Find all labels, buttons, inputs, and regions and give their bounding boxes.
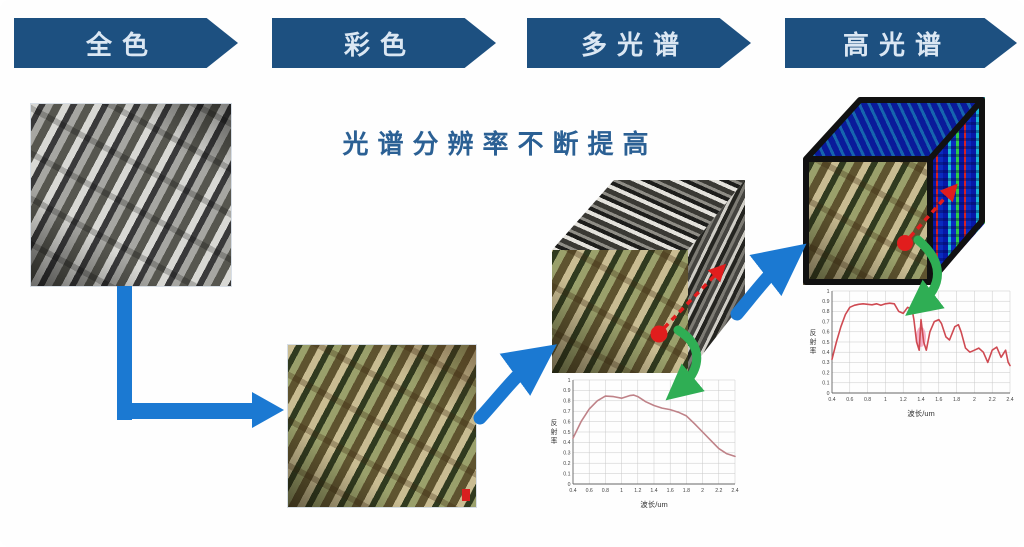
multispectral-spectrum-chart: 0.4 0.6 0.8 1 1.2 1.4 1.6 1.8 2 2.2 2.4 0 0.1 0.2 0.3 0… bbox=[551, 378, 739, 509]
svg-text:0.2: 0.2 bbox=[563, 461, 570, 467]
svg-text:1.8: 1.8 bbox=[953, 397, 960, 403]
banner-multispectral: 多光谱 bbox=[527, 18, 751, 68]
svg-text:1: 1 bbox=[620, 488, 623, 494]
svg-text:2.2: 2.2 bbox=[715, 488, 722, 494]
svg-text:0.4: 0.4 bbox=[828, 397, 835, 403]
svg-text:1.4: 1.4 bbox=[650, 488, 657, 494]
svg-text:0.8: 0.8 bbox=[864, 397, 871, 403]
svg-text:0.4: 0.4 bbox=[822, 350, 829, 356]
svg-text:1: 1 bbox=[827, 289, 830, 295]
curved-arrow-to-multispectral-icon bbox=[473, 344, 557, 425]
svg-text:波长/um: 波长/um bbox=[907, 408, 935, 418]
banner-color-label: 彩色 bbox=[343, 29, 416, 60]
svg-text:射: 射 bbox=[810, 337, 817, 346]
banner-panchromatic-label: 全色 bbox=[85, 29, 158, 60]
flow-arrow-right-head-icon bbox=[252, 392, 284, 428]
svg-text:1: 1 bbox=[568, 378, 571, 384]
svg-text:0.7: 0.7 bbox=[563, 409, 570, 415]
svg-text:2.4: 2.4 bbox=[731, 488, 738, 494]
svg-text:0.6: 0.6 bbox=[586, 488, 593, 494]
page-title: 光谱分辨率不断提高 bbox=[342, 129, 658, 159]
hyperspectral-cube bbox=[803, 97, 985, 285]
hyperspectral-spectrum-chart: 0.4 0.6 0.8 1 1.2 1.4 1.6 1.8 2 2.2 2.4 0 0.1 0.2 0.3 0… bbox=[810, 289, 1014, 418]
red-pixel-marker bbox=[462, 489, 470, 501]
flow-arrow-down-segment bbox=[117, 286, 132, 420]
svg-text:波长/um: 波长/um bbox=[640, 499, 668, 509]
banner-hyperspectral: 高光谱 bbox=[785, 18, 1017, 68]
svg-text:0.5: 0.5 bbox=[563, 430, 570, 436]
svg-text:0.6: 0.6 bbox=[563, 419, 570, 425]
svg-text:率: 率 bbox=[551, 436, 558, 445]
svg-text:0.6: 0.6 bbox=[822, 330, 829, 336]
svg-text:率: 率 bbox=[810, 346, 817, 355]
svg-text:1.6: 1.6 bbox=[667, 488, 674, 494]
color-image bbox=[287, 344, 477, 508]
banner-color: 彩色 bbox=[272, 18, 496, 68]
svg-text:0.4: 0.4 bbox=[563, 440, 570, 446]
svg-text:0.9: 0.9 bbox=[822, 299, 829, 305]
svg-text:0.4: 0.4 bbox=[569, 488, 576, 494]
svg-text:0.1: 0.1 bbox=[563, 471, 570, 477]
svg-text:2: 2 bbox=[973, 397, 976, 403]
svg-text:0: 0 bbox=[568, 482, 571, 488]
svg-text:反: 反 bbox=[551, 418, 558, 427]
svg-text:0.3: 0.3 bbox=[563, 451, 570, 457]
svg-text:0.2: 0.2 bbox=[822, 370, 829, 376]
svg-text:1.6: 1.6 bbox=[935, 397, 942, 403]
flow-arrow-right-segment bbox=[117, 403, 253, 419]
svg-text:反: 反 bbox=[810, 328, 817, 337]
svg-text:0: 0 bbox=[827, 391, 830, 397]
svg-text:1.2: 1.2 bbox=[634, 488, 641, 494]
svg-text:射: 射 bbox=[551, 427, 558, 436]
svg-text:0.7: 0.7 bbox=[822, 319, 829, 325]
svg-text:1: 1 bbox=[884, 397, 887, 403]
svg-text:2.4: 2.4 bbox=[1006, 397, 1013, 403]
multispectral-cube bbox=[552, 178, 747, 373]
svg-text:1.4: 1.4 bbox=[917, 397, 924, 403]
banner-hyperspectral-label: 高光谱 bbox=[842, 29, 951, 60]
svg-text:2: 2 bbox=[701, 488, 704, 494]
svg-text:0.5: 0.5 bbox=[822, 340, 829, 346]
svg-text:0.8: 0.8 bbox=[822, 309, 829, 315]
banner-panchromatic: 全色 bbox=[14, 18, 238, 68]
svg-text:0.1: 0.1 bbox=[822, 381, 829, 387]
svg-text:0.8: 0.8 bbox=[563, 399, 570, 405]
svg-text:1.2: 1.2 bbox=[900, 397, 907, 403]
svg-text:1.8: 1.8 bbox=[683, 488, 690, 494]
panchromatic-image bbox=[30, 103, 232, 287]
svg-text:0.3: 0.3 bbox=[822, 360, 829, 366]
svg-text:0.6: 0.6 bbox=[846, 397, 853, 403]
banner-multispectral-label: 多光谱 bbox=[580, 29, 689, 60]
svg-text:0.9: 0.9 bbox=[563, 388, 570, 394]
svg-text:0.8: 0.8 bbox=[602, 488, 609, 494]
svg-text:2.2: 2.2 bbox=[989, 397, 996, 403]
